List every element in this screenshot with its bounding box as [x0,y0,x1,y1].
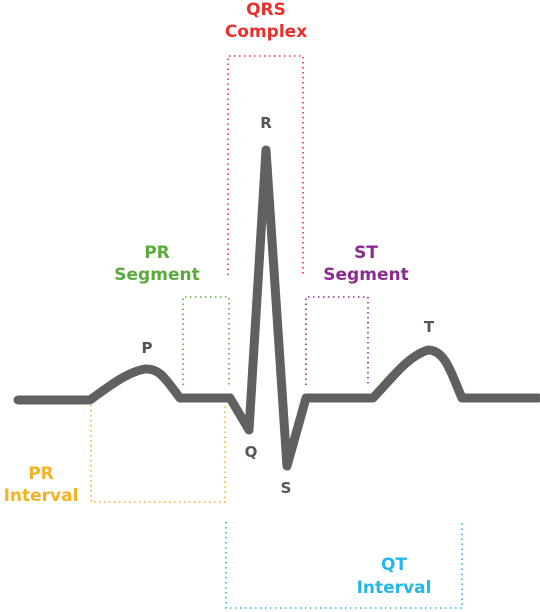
pr-interval-bracket [90,405,226,503]
qrs-complex-label-line2: Complex [225,22,307,42]
wave-label-r: R [260,114,272,132]
wave-label-p: P [142,339,153,357]
qrs-complex-label-line1: QRS [246,0,286,20]
pr-segment-label-line1: PR [144,243,170,263]
qt-interval-label-line1: QT [381,555,407,575]
qt-interval-label-line2: Interval [357,578,432,598]
wave-label-q: Q [245,443,258,461]
wave-label-t: T [424,318,435,336]
qrs-complex-bracket [227,55,304,275]
pr-segment-bracket [182,296,230,385]
st-segment-bracket [305,296,369,385]
wave-label-s: S [281,479,292,497]
ecg-waveform [13,145,540,471]
pr-interval-label-line2: Interval [4,486,79,506]
pr-segment-label-line2: Segment [114,265,199,285]
st-segment-label-line1: ST [354,243,378,263]
pr-interval-label-line1: PR [28,464,54,484]
st-segment-label-line2: Segment [323,265,408,285]
qt-interval-bracket [225,522,463,609]
